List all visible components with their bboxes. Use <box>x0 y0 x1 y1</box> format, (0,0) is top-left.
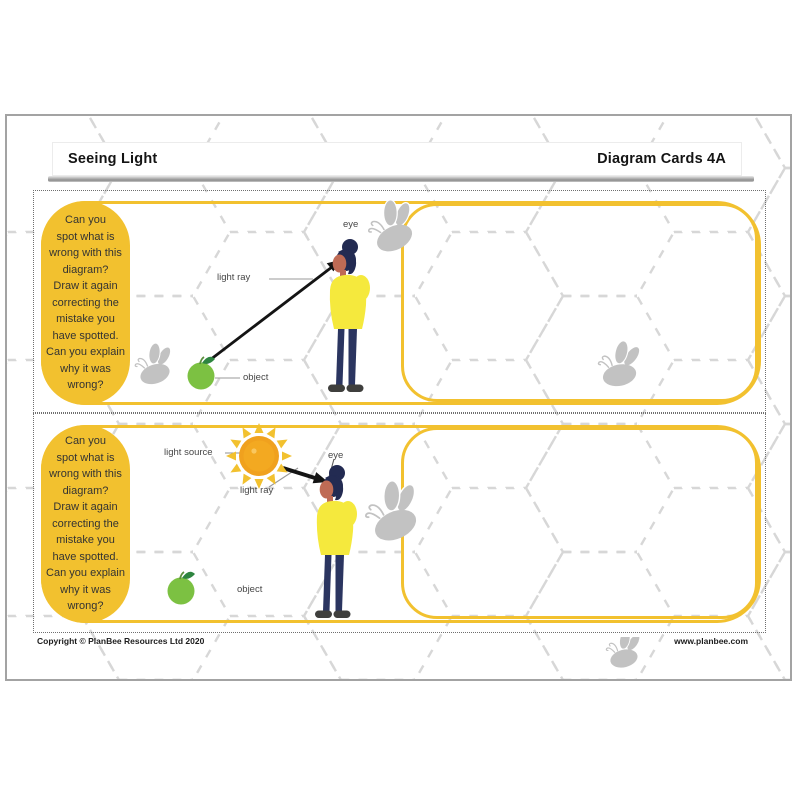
eye-label: eye <box>343 219 359 230</box>
diagram-card-1: Can you spot what is wrong with this dia… <box>33 190 766 413</box>
eye-label: eye <box>328 450 344 461</box>
person-illustration <box>315 465 357 618</box>
apple-object-illustration <box>186 355 216 391</box>
bee-icon <box>595 336 645 394</box>
bee-icon <box>364 195 421 260</box>
card-2-diagram <box>166 423 425 618</box>
card-1-prompt-text: Can you spot what is wrong with this dia… <box>46 214 125 392</box>
header-divider-bar <box>48 176 754 182</box>
footer-bee <box>605 637 644 673</box>
card-1-answer-box <box>401 203 758 402</box>
card-2-prompt-pill: Can you spot what is wrong with this dia… <box>41 425 130 623</box>
bee-icon <box>361 476 425 549</box>
person-illustration <box>328 239 370 392</box>
card-1-prompt-pill: Can you spot what is wrong with this dia… <box>41 201 130 405</box>
light-ray-label: light ray <box>240 485 274 496</box>
diagram-card-2: Can you spot what is wrong with this dia… <box>33 413 766 633</box>
footer-website: www.planbee.com <box>674 636 748 646</box>
header-band: Seeing Light Diagram Cards 4A <box>52 142 742 176</box>
light-ray-label: light ray <box>217 272 251 283</box>
light-ray-arrow <box>282 466 316 480</box>
apple-object-illustration <box>166 570 196 606</box>
bee-icon <box>134 341 174 389</box>
footer-copyright: Copyright © PlanBee Resources Ltd 2020 <box>37 636 205 646</box>
page-title: Seeing Light <box>68 151 158 167</box>
object-label: object <box>237 584 263 595</box>
object-label: object <box>243 372 269 383</box>
card-2-prompt-text: Can you spot what is wrong with this dia… <box>46 435 125 613</box>
sun-light-source-illustration <box>226 423 292 489</box>
bee-icon <box>605 637 644 673</box>
card-1-diagram <box>134 195 645 394</box>
header-badge: Diagram Cards 4A <box>597 151 726 167</box>
light-source-label: light source <box>164 447 213 458</box>
